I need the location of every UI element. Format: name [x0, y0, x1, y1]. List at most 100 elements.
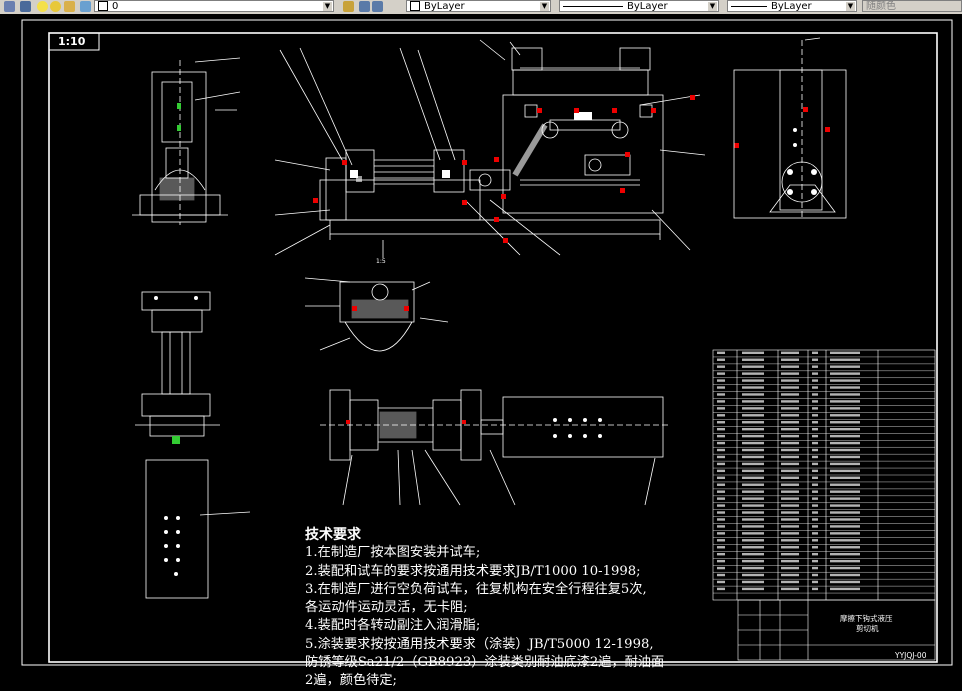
table-cell-text: [812, 434, 818, 438]
chevron-down-icon[interactable]: ▼: [323, 2, 332, 11]
table-cell-text: [742, 372, 764, 375]
table-cell-text: [830, 365, 860, 368]
table-cell-text: [717, 358, 725, 361]
linetype-dropdown[interactable]: ByLayer ▼: [559, 0, 719, 12]
table-cell-text: [812, 580, 818, 584]
table-cell-text: [717, 490, 725, 493]
table-cell-text: [742, 448, 764, 452]
bulb-on-icon[interactable]: [37, 1, 48, 12]
table-cell-text: [781, 566, 799, 570]
lineweight-value: ByLayer: [771, 1, 812, 12]
table-cell-text: [717, 365, 725, 368]
table-cell-text: [742, 441, 764, 445]
table-cell-text: [742, 539, 764, 542]
plot-icon[interactable]: [80, 1, 91, 12]
note-line-4: 各运动件运动灵活，无卡阻;: [305, 600, 468, 616]
note-line-5: 4.装配时各转动副注入润滑脂;: [305, 618, 481, 634]
table-cell-text: [742, 497, 764, 500]
note-line-1: 1.在制造厂按本图安装并试车;: [305, 545, 481, 561]
table-cell-text: [781, 441, 799, 445]
table-cell-text: [830, 566, 860, 570]
table-cell-text: [781, 532, 799, 535]
table-cell-text: [742, 379, 764, 382]
table-cell-text: [717, 421, 725, 424]
lineweight-line-sample: [731, 5, 767, 7]
top-view-red-marks: [346, 420, 466, 424]
table-cell-text: [781, 539, 799, 542]
section-detail-red-marks: [352, 306, 409, 311]
table-cell-text: [830, 421, 860, 424]
table-cell-text: [781, 365, 799, 368]
table-cell-text: [742, 483, 764, 486]
layer-dropdown[interactable]: 0 ▼: [94, 0, 334, 12]
table-cell-text: [742, 559, 764, 563]
chevron-down-icon[interactable]: ▼: [540, 2, 549, 11]
table-cell-text: [717, 518, 725, 521]
table-cell-text: [781, 483, 799, 486]
layer-previous-icon[interactable]: [359, 1, 370, 12]
table-cell-text: [781, 511, 799, 514]
plotstyle-dropdown[interactable]: 随颜色: [862, 0, 962, 12]
drawing-canvas[interactable]: 技术要求 1.在制造厂按本图安装并试车; 2.装配和试车的要求按通用技术要求JB…: [0, 14, 962, 688]
table-cell-text: [830, 455, 860, 459]
end-view-right: [733, 37, 847, 220]
lineweight-dropdown[interactable]: ByLayer ▼: [727, 0, 857, 12]
table-cell-text: [717, 532, 725, 535]
table-cell-text: [717, 476, 725, 479]
color-value: ByLayer: [424, 1, 465, 12]
scale-label: 1:10: [58, 35, 86, 48]
table-cell-text: [812, 559, 818, 563]
table-cell-text: [781, 372, 799, 375]
table-cell-text: [781, 476, 799, 479]
table-cell-text: [717, 559, 725, 563]
layer-color-swatch: [98, 1, 108, 11]
plan-view-left: [135, 291, 251, 599]
drawing-name-line2: 剪切机: [856, 624, 879, 633]
table-cell-text: [781, 525, 799, 528]
table-cell-text: [830, 469, 860, 473]
table-cell-text: [812, 421, 818, 424]
unlocked-icon[interactable]: [64, 1, 75, 12]
table-cell-text: [781, 462, 799, 466]
table-cell-text: [830, 400, 860, 403]
table-cell-text: [717, 441, 725, 445]
table-cell-text: [830, 490, 860, 493]
table-cell-text: [742, 580, 764, 584]
chevron-down-icon[interactable]: ▼: [708, 2, 717, 11]
note-line-3: 3.在制造厂进行空负荷试车，往复机构在安全行程往复5次,: [305, 581, 647, 597]
toolbar: 0 ▼ ByLayer ▼ ByLayer ▼ ByLayer ▼ 随颜色: [0, 0, 962, 15]
table-cell-text: [781, 351, 799, 354]
table-cell-text: [781, 434, 799, 438]
sun-icon[interactable]: [50, 1, 61, 12]
table-cell-text: [742, 532, 764, 535]
table-cell-text: [830, 518, 860, 521]
table-cell-text: [742, 351, 764, 354]
table-cell-text: [812, 393, 818, 396]
color-dropdown[interactable]: ByLayer ▼: [406, 0, 551, 12]
table-cell-text: [781, 559, 799, 563]
layer-states-icon[interactable]: [20, 1, 31, 12]
table-cell-text: [812, 372, 818, 375]
table-cell-text: [812, 566, 818, 570]
table-cell-text: [781, 414, 799, 417]
layer-icon[interactable]: [372, 1, 383, 12]
table-cell-text: [717, 386, 725, 389]
table-cell-text: [742, 407, 764, 410]
table-cell-text: [742, 476, 764, 479]
table-cell-text: [781, 497, 799, 500]
side-view-left-green-marks: [177, 103, 181, 131]
end-view-red-marks: [803, 107, 830, 132]
table-cell-text: [830, 372, 860, 375]
table-cell-text: [812, 427, 818, 431]
table-cell-text: [717, 504, 725, 507]
table-cell-text: [812, 518, 818, 521]
make-current-layer-icon[interactable]: [343, 1, 354, 12]
chevron-down-icon[interactable]: ▼: [846, 2, 855, 11]
table-cell-text: [717, 552, 725, 556]
layer-manager-icon[interactable]: [4, 1, 15, 12]
table-cell-text: [830, 427, 860, 431]
table-cell-text: [812, 539, 818, 542]
table-cell-text: [717, 546, 725, 549]
table-cell-text: [812, 573, 818, 577]
table-cell-text: [812, 462, 818, 466]
